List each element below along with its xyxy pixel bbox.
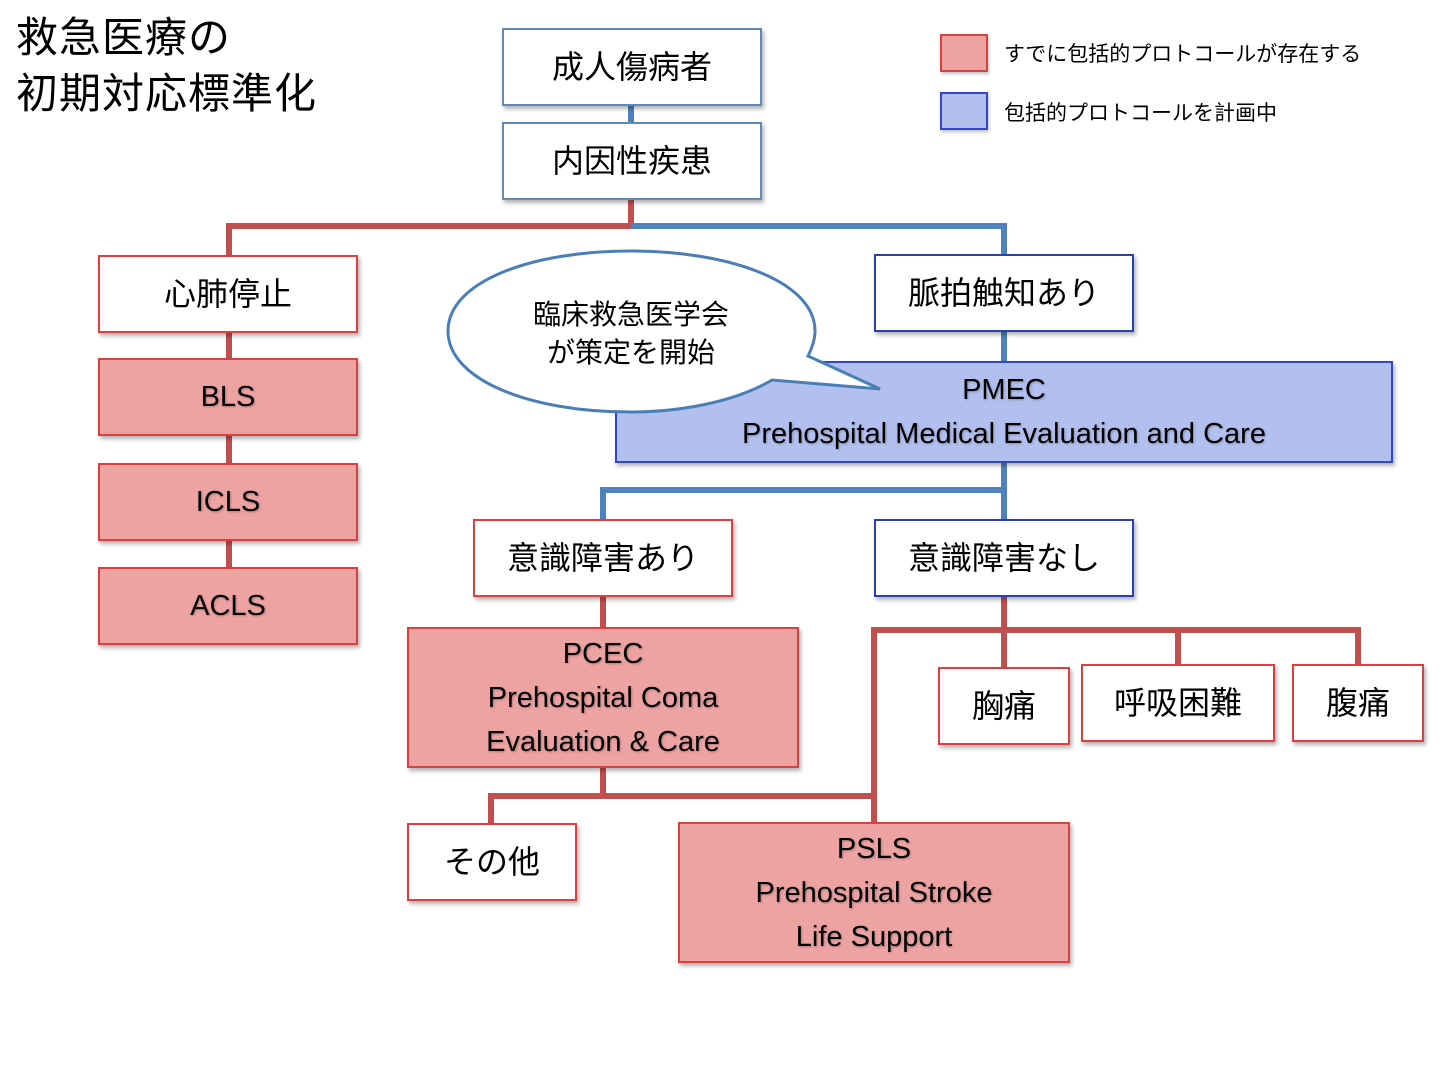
node-consciousness-normal-label: 意識障害なし [907, 539, 1100, 577]
node-chest-pain: 胸痛 [938, 667, 1070, 745]
legend-swatch-planned [940, 92, 988, 130]
node-internal-disease: 内因性疾患 [502, 122, 762, 200]
node-pcec-line-2: Prehospital Coma [487, 681, 719, 714]
node-pulse-palpable: 脈拍触知あり [874, 254, 1134, 332]
legend-label-planned: 包括的プロトコールを計画中 [1004, 101, 1277, 125]
connector-pcec-branches [488, 766, 874, 824]
node-psls-line-3: Life Support [795, 920, 953, 953]
legend-label-existing: すでに包括的プロトコールが存在する [1004, 42, 1362, 66]
node-psls-line-2: Prehospital Stroke [755, 876, 993, 909]
node-acls: ACLS [98, 567, 358, 645]
page-title-line-2: 初期対応標準化 [16, 69, 318, 118]
node-bls-label: BLS [200, 381, 256, 413]
node-consciousness-normal: 意識障害なし [874, 519, 1134, 597]
node-pcec-acronym: PCEC [562, 637, 644, 670]
node-abdominal-pain-label: 腹痛 [1325, 684, 1390, 722]
node-icls-label: ICLS [195, 486, 261, 518]
node-psls: PSLS Prehospital Stroke Life Support [678, 822, 1070, 963]
callout-bubble-shape [446, 249, 881, 414]
node-other: その他 [407, 823, 577, 901]
node-chest-pain-label: 胸痛 [971, 687, 1036, 725]
callout-text-line-2: が策定を開始 [546, 336, 715, 369]
node-acls-label: ACLS [190, 590, 266, 622]
node-psls-acronym: PSLS [836, 832, 912, 865]
node-pmec-fullname: Prehospital Medical Evaluation and Care [742, 418, 1266, 450]
callout-text-line-1: 臨床救急医学会 [532, 298, 729, 331]
node-dyspnea-label: 呼吸困難 [1113, 684, 1242, 722]
connector-conscious-no-branches [871, 596, 1361, 824]
node-pcec-line-3: Evaluation & Care [486, 725, 720, 758]
node-icls: ICLS [98, 463, 358, 541]
node-adult-patient: 成人傷病者 [502, 28, 762, 106]
node-other-label: その他 [443, 843, 540, 881]
node-abdominal-pain: 腹痛 [1292, 664, 1424, 742]
node-consciousness-impaired: 意識障害あり [473, 519, 733, 597]
connector-pmec-conscious [600, 462, 1007, 520]
connector-internal-arrest [226, 198, 634, 256]
node-pcec: PCEC Prehospital Coma Evaluation & Care [407, 627, 799, 768]
node-pmec: PMEC Prehospital Medical Evaluation and … [615, 361, 1393, 463]
node-adult-patient-label: 成人傷病者 [551, 48, 712, 86]
node-cardiac-arrest-label: 心肺停止 [163, 275, 292, 313]
node-cardiac-arrest: 心肺停止 [98, 255, 358, 333]
legend-swatch-existing [940, 34, 988, 72]
node-dyspnea: 呼吸困難 [1081, 664, 1275, 742]
callout-text: 臨床救急医学会 が策定を開始 [466, 296, 796, 372]
connector-internal-pulse [631, 223, 1007, 256]
page-title-line-1: 救急医療の [16, 13, 232, 62]
node-consciousness-impaired-label: 意識障害あり [506, 539, 699, 577]
node-internal-disease-label: 内因性疾患 [551, 142, 712, 180]
node-bls: BLS [98, 358, 358, 436]
node-pulse-palpable-label: 脈拍触知あり [907, 274, 1100, 312]
node-pmec-acronym: PMEC [962, 374, 1046, 406]
